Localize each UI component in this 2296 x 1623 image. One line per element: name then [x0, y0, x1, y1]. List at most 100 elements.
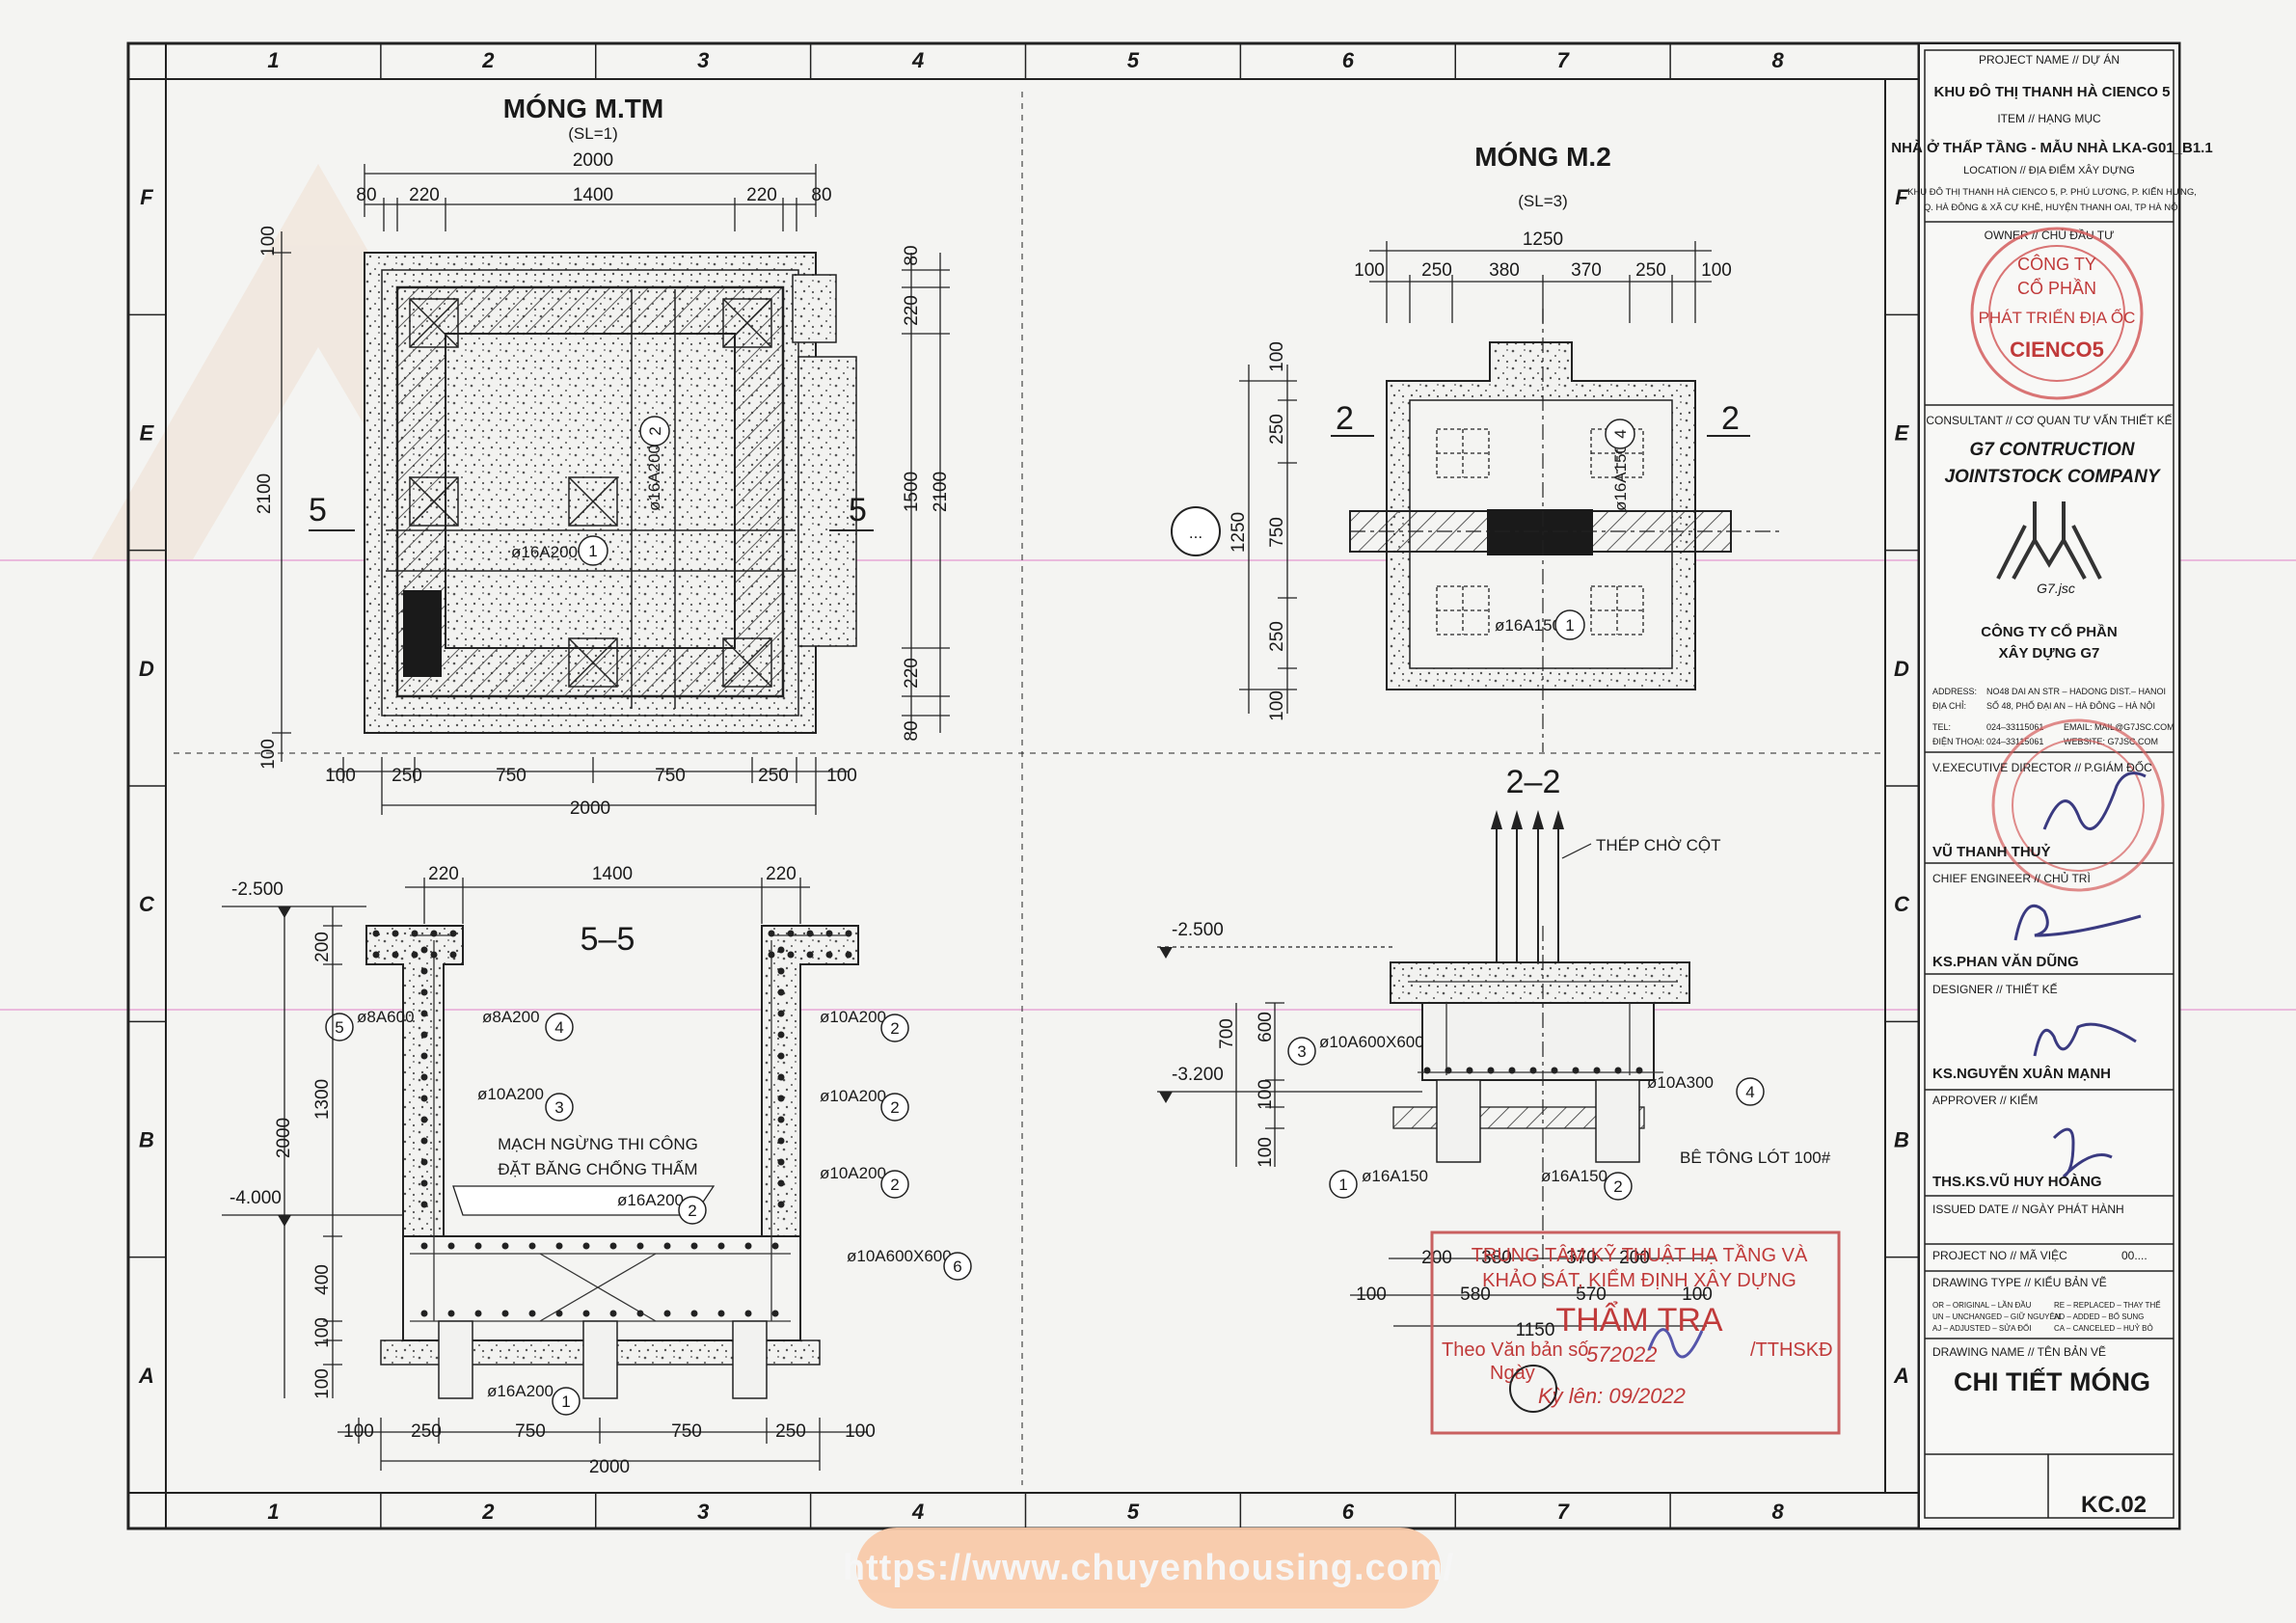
tb-company: CÔNG TY CỔ PHẦN: [1981, 623, 2117, 640]
rebar-tag-no: 3: [1297, 1042, 1306, 1061]
rebar-dot: [420, 1242, 428, 1250]
rebar-dot: [555, 1242, 563, 1250]
tb-director-header: V.EXECUTIVE DIRECTOR // P.GIÁM ĐỐC: [1932, 760, 2152, 774]
rebar-dot: [420, 967, 428, 975]
tb-name-header: DRAWING NAME // TÊN BẢN VẼ: [1932, 1344, 2106, 1359]
grid-row-label: D: [139, 657, 154, 681]
dim-text: 100: [1256, 1137, 1276, 1168]
rebar-dot: [528, 1310, 536, 1317]
grid-col-label: 2: [481, 48, 495, 72]
rebar-dot: [430, 951, 438, 959]
dim-text: 200: [312, 932, 333, 962]
watermark-badge[interactable]: https://www.chuyenhousing.com/: [843, 1528, 1453, 1609]
rebar-dot: [420, 1179, 428, 1187]
grid-col-label: 6: [1342, 1500, 1355, 1524]
stamp-text: /TTHSKĐ: [1750, 1339, 1833, 1361]
plan-mtm-rebar-2-no: 2: [646, 426, 664, 435]
tb-designer: KS.NGUYỄN XUÂN MẠNH: [1932, 1065, 2111, 1082]
rebar-dot: [744, 1242, 752, 1250]
stamp-text: KHẢO SÁT, KIỂM ĐỊNH XÂY DỰNG: [1482, 1269, 1796, 1291]
grid-row-label: C: [1894, 892, 1910, 916]
rebar-tag: ø10A200: [820, 1087, 886, 1105]
rebar-dot: [449, 951, 457, 959]
tb-projno: 00....: [2121, 1249, 2147, 1262]
dim-text: 600: [1256, 1012, 1276, 1042]
dim-text: 1150: [1516, 1320, 1555, 1340]
rebar-dot: [777, 1031, 785, 1039]
plan-m2-qty: (SL=3): [1518, 192, 1568, 210]
rebar-dot: [474, 1242, 482, 1250]
dim-text: 100: [325, 766, 356, 786]
tb-website: WEBSITE: G7JSC.COM: [2064, 737, 2158, 746]
dim-text: 100: [845, 1421, 876, 1442]
dim-text: 80: [811, 185, 831, 205]
rebar-dot: [777, 1137, 785, 1145]
rebar-dot: [420, 1310, 428, 1317]
grid-row-label: B: [1894, 1128, 1909, 1152]
dim-text: 100: [826, 766, 857, 786]
rebar-dot: [768, 951, 775, 959]
rebar-dot: [528, 1242, 536, 1250]
rebar-dot: [1551, 1067, 1558, 1074]
tb-chief-header: CHIEF ENGINEER // CHỦ TRÌ: [1932, 871, 2091, 885]
rebar-dot: [609, 1310, 617, 1317]
rebar-dot: [420, 1116, 428, 1123]
dim-text: 250: [1267, 414, 1287, 445]
dim-text: 220: [409, 185, 440, 205]
dim-text: 580: [1460, 1285, 1491, 1305]
rebar-dot: [744, 1310, 752, 1317]
dim-text: 2100: [931, 472, 951, 512]
plan-m2-rebar-4-no: 4: [1611, 429, 1630, 438]
tb-phone-label: ĐIỆN THOẠI:: [1932, 737, 1985, 746]
plan-m2: MÓNG M.2 (SL=3) ø16A150 1 ø16A150 4 2 2 …: [1171, 142, 1784, 752]
rebar-dot: [690, 1242, 698, 1250]
signature-icon: [2052, 1127, 2113, 1178]
rebar-tag: ø10A200: [477, 1085, 544, 1103]
dim-text: 700: [1217, 1018, 1237, 1049]
grid-row-label: F: [140, 185, 153, 209]
grid-row-label: D: [1894, 657, 1909, 681]
tb-type-option: OR – ORIGINAL – LẦN ĐẦU: [1932, 1300, 2032, 1310]
grid-col-label: 7: [1557, 48, 1571, 72]
rebar-tag: ø8A200: [482, 1008, 540, 1026]
rebar-dot: [771, 1242, 779, 1250]
rebar-dot: [392, 930, 399, 937]
rebar-dot: [717, 1310, 725, 1317]
grid-row-label: F: [1895, 185, 1908, 209]
rebar-dot: [636, 1310, 644, 1317]
rebar-dot: [420, 1073, 428, 1081]
rebar-dot: [501, 1310, 509, 1317]
signature-icon: [2013, 904, 2142, 941]
dim-text: 250: [392, 766, 422, 786]
tb-address-label: ADDRESS:: [1932, 687, 1977, 696]
dim-text: 370: [1566, 1248, 1597, 1268]
rebar-dot: [420, 1095, 428, 1102]
tb-item: NHÀ Ở THẤP TẦNG - MẪU NHÀ LKA-G01_B1.1: [1891, 139, 2212, 156]
tb-type-header: DRAWING TYPE // KIỂU BẢN VẼ: [1932, 1275, 2107, 1289]
tb-location: KHU ĐÔ THỊ THANH HÀ CIENCO 5, P. PHÚ LƯƠ…: [1907, 187, 2197, 198]
rebar-dot: [411, 930, 419, 937]
dim-text: 750: [655, 766, 686, 786]
tb-company: XÂY DỰNG G7: [1999, 644, 2100, 662]
grid-col-label: 3: [697, 1500, 709, 1524]
rebar-dot: [806, 930, 814, 937]
plan-m2-callout: ...: [1189, 524, 1202, 542]
rebar-dot: [845, 951, 852, 959]
dim-text: 2000: [274, 1118, 294, 1158]
section-2-2: 2–2 THÉP CHỜ CỘT -2.500 -3.200 3 ø10: [1157, 764, 1831, 1340]
sec22-level-bot: -3.200: [1172, 1065, 1224, 1085]
tb-sheet-number: KC.02: [2081, 1492, 2147, 1518]
sec55-title: 5–5: [581, 921, 635, 958]
watermark-url[interactable]: https://www.chuyenhousing.com/: [842, 1547, 1455, 1588]
grid-col-label: 8: [1771, 48, 1784, 72]
plan-m2-rebar-4: ø16A150: [1611, 445, 1630, 511]
rebar-dot: [1614, 1067, 1622, 1074]
rebar-dot: [420, 988, 428, 996]
plan-mtm-section-left: 5: [309, 492, 327, 528]
dim-text: 80: [902, 720, 922, 741]
grid-ticks: [128, 43, 1919, 1528]
rebar-dot: [777, 1010, 785, 1017]
dim-text: 100: [312, 1317, 333, 1348]
tb-approver-header: APPROVER // KIỂM: [1932, 1093, 2038, 1107]
